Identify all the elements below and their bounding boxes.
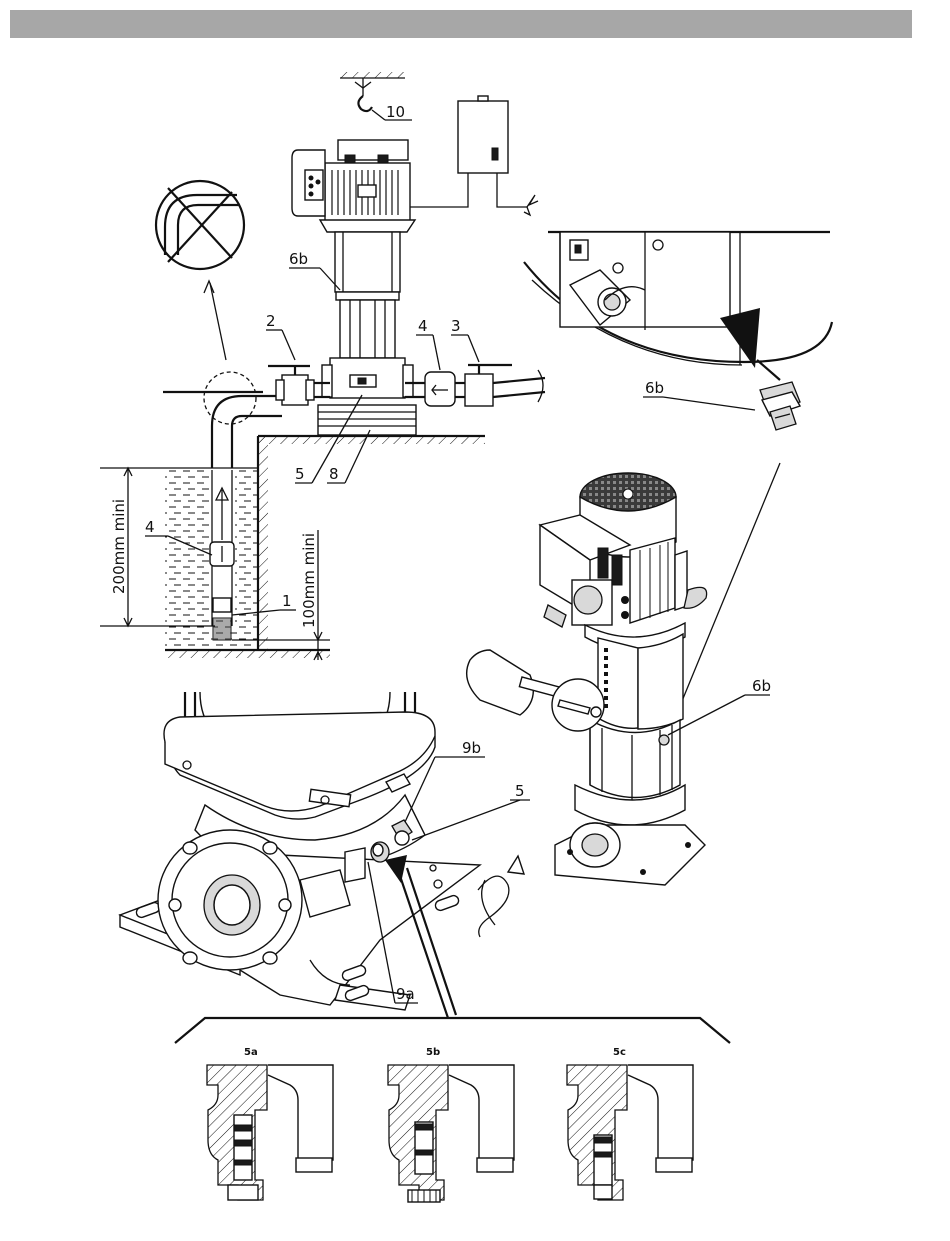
label-6b-detail: 6b <box>645 379 664 397</box>
label-1: 1 <box>282 592 292 610</box>
label-9a: 9a <box>396 985 415 1003</box>
label-8: 8 <box>329 465 339 483</box>
lightning-icon <box>524 195 538 215</box>
detail-view-drain <box>524 232 832 380</box>
section-5c: 5c <box>567 1047 693 1200</box>
prohibited-bend-icon <box>156 181 244 360</box>
label-9b: 9b <box>462 739 481 757</box>
pump-3d <box>540 473 707 885</box>
ceiling <box>340 72 405 78</box>
label-4-top: 4 <box>418 317 428 335</box>
drain-plug-detail <box>760 382 800 430</box>
label-6b-top: 6b <box>289 250 308 268</box>
wrench-tool <box>467 650 604 731</box>
section-5b: 5b <box>388 1047 514 1202</box>
water-reservoir <box>165 468 258 650</box>
discharge-pipe <box>405 364 545 406</box>
hook-icon <box>355 78 372 111</box>
label-5b: 5b <box>426 1047 440 1058</box>
label-5-bottom: 5 <box>515 782 525 800</box>
rotation-arrow-icon <box>478 856 524 937</box>
label-2: 2 <box>266 312 276 330</box>
control-box <box>403 96 527 207</box>
label-5a: 5a <box>244 1047 258 1058</box>
label-5-top: 5 <box>295 465 305 483</box>
label-100mm: 100mm mini <box>300 533 318 628</box>
label-4-bottom: 4 <box>145 518 155 536</box>
label-200mm: 200mm mini <box>110 499 128 594</box>
pump-base-closeup <box>120 692 480 1010</box>
label-6b-pump: 6b <box>752 677 771 695</box>
section-5a: 5a <box>207 1047 333 1200</box>
label-5c: 5c <box>613 1047 626 1058</box>
label-10: 10 <box>386 103 405 121</box>
label-3: 3 <box>451 317 461 335</box>
